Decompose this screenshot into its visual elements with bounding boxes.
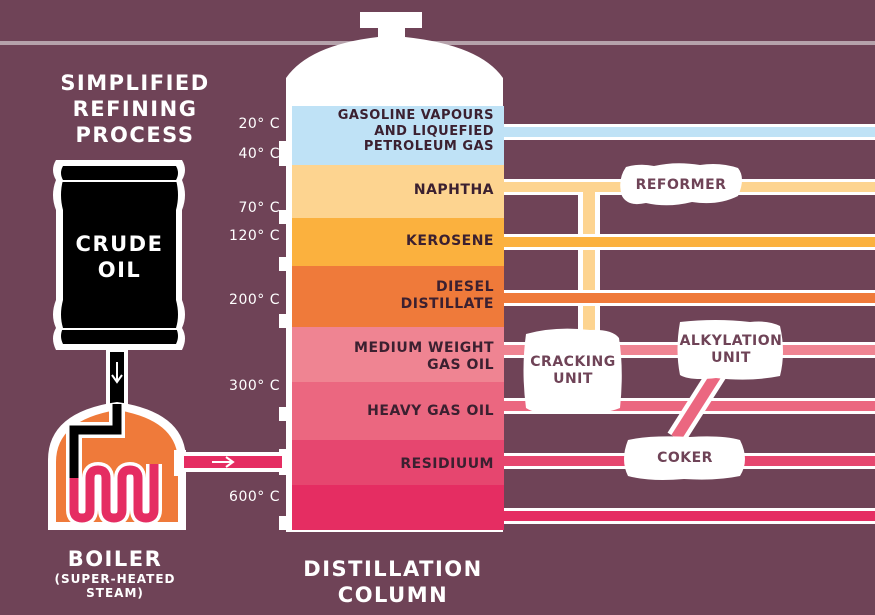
band-label-residiuum: Residiuum xyxy=(292,456,504,473)
band-label-line: Heavy gas oil xyxy=(367,403,494,419)
barrel-label-line: Oil xyxy=(97,258,142,282)
column-tab xyxy=(279,257,287,271)
column-tab xyxy=(279,141,287,166)
temperature-120: 120° C xyxy=(229,228,280,244)
alkylation-unit-label: Alkylation unit xyxy=(676,333,786,367)
band-naphtha xyxy=(292,165,504,218)
band-gasoline xyxy=(292,106,504,165)
coker-box xyxy=(624,436,745,480)
coker-label: Coker xyxy=(657,450,713,466)
pipe-kerosene xyxy=(503,237,875,247)
temperature-20: 20° C xyxy=(238,116,280,132)
temperature-600: 600° C xyxy=(229,489,280,505)
cracking-unit-label: Cracking unit xyxy=(522,354,624,388)
boiler-feed-pipe xyxy=(69,404,122,478)
pipe-diesel xyxy=(503,293,875,303)
band-heavy-gas-oil xyxy=(292,382,504,440)
band-kerosene xyxy=(292,218,504,266)
boiler-vessel xyxy=(48,402,186,530)
reformer-box xyxy=(620,163,742,206)
column-bands xyxy=(292,106,504,530)
band-bottom xyxy=(292,485,504,530)
title-line: Refining xyxy=(72,97,198,121)
band-label-medium-gas-oil: Medium weight gas oil xyxy=(292,340,504,374)
boiler-coil xyxy=(69,464,159,523)
pipe-gasoline xyxy=(503,127,875,137)
column-tab xyxy=(279,449,287,475)
temperature-70: 70° C xyxy=(238,200,280,216)
output-pipes xyxy=(503,124,875,524)
title-line: Process xyxy=(75,123,195,147)
band-label-diesel: Diesel distillate xyxy=(292,279,504,313)
column-tab xyxy=(279,516,287,530)
diagram-title: Simplified Refining Process xyxy=(40,70,230,148)
band-residiuum xyxy=(292,440,504,485)
cracking-unit-box xyxy=(523,328,622,414)
band-medium-gas-oil xyxy=(292,327,504,382)
boiler-title: Boiler xyxy=(67,547,163,571)
column-caption-line: Column xyxy=(337,583,449,607)
barrel-body xyxy=(61,166,178,344)
band-label-naphtha: Naphtha xyxy=(292,182,504,199)
pipe-alkylation-to-coker xyxy=(671,369,723,441)
boiler-caption: Boiler (super-heated steam) xyxy=(30,546,200,600)
alkylation-unit-line: Alkylation xyxy=(679,333,783,349)
band-label-kerosene: Kerosene xyxy=(292,233,504,250)
column-tab xyxy=(279,407,287,421)
temperature-40: 40° C xyxy=(238,146,280,162)
band-label-line: Residiuum xyxy=(400,456,494,472)
right-arrow-icon xyxy=(212,456,235,468)
band-label-line: Naphtha xyxy=(413,182,494,198)
band-label-line: and liquefied xyxy=(374,123,494,139)
reformer-label: Reformer xyxy=(635,177,727,193)
pipe-bottom xyxy=(503,511,875,521)
band-label-line: gas oil xyxy=(427,356,494,373)
column-tab xyxy=(279,314,287,328)
pipe-naphtha-to-cracking xyxy=(583,192,595,334)
boiler-subtitle: steam) xyxy=(86,586,144,600)
band-label-line: Kerosene xyxy=(405,233,494,249)
band-label-line: petroleum gas xyxy=(363,139,494,155)
band-label-gasoline: Gasoline vapours and liquefied petroleum… xyxy=(292,108,504,155)
band-label-line: Medium weight xyxy=(354,340,494,356)
processing-units xyxy=(523,163,783,480)
barrel-label-line: Crude xyxy=(75,232,164,256)
cracking-unit-line: unit xyxy=(553,370,593,387)
barrel-label: Crude Oil xyxy=(63,231,176,283)
band-label-heavy-gas-oil: Heavy gas oil xyxy=(292,403,504,420)
band-label-line: Diesel xyxy=(436,279,494,295)
band-label-line: Gasoline vapours xyxy=(337,108,494,123)
down-arrow-icon xyxy=(111,362,123,384)
column-cap xyxy=(286,12,503,110)
band-diesel xyxy=(292,266,504,327)
title-line: Simplified xyxy=(60,71,210,95)
boiler-subtitle: (super-heated xyxy=(54,572,176,586)
column-tab xyxy=(279,210,287,224)
temperature-200: 200° C xyxy=(229,292,280,308)
temperature-300: 300° C xyxy=(229,378,280,394)
cracking-unit-line: Cracking xyxy=(530,354,616,370)
alkylation-unit-box xyxy=(677,320,783,380)
band-label-line: distillate xyxy=(400,295,494,312)
column-caption-line: Distillation xyxy=(303,557,483,581)
column-caption: Distillation Column xyxy=(282,556,504,608)
alkylation-unit-line: unit xyxy=(711,349,751,366)
crude-oil-barrel xyxy=(53,160,185,350)
